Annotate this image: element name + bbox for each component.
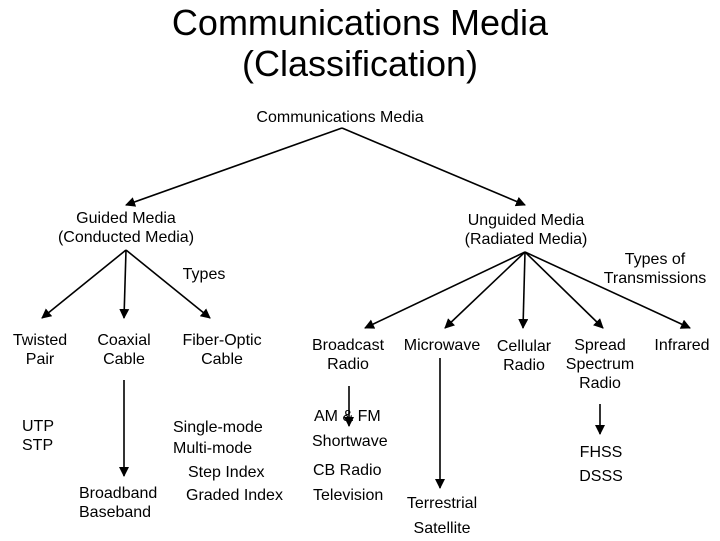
cellular-radio-node: Cellular Radio bbox=[496, 338, 552, 375]
broadcast-type-4: Television bbox=[313, 487, 384, 504]
broadcast-type-3: CB Radio bbox=[313, 462, 382, 479]
guided-media-node: Guided Media (Conducted Media) bbox=[57, 210, 195, 247]
fiber-optic-node: Fiber-Optic Cable bbox=[182, 332, 262, 369]
coaxial-node: Coaxial Cable bbox=[97, 332, 151, 369]
page-title-line-2: (Classification) bbox=[241, 42, 479, 84]
arrow-unguided-to-microwave bbox=[444, 251, 526, 329]
arrow-root-to-unguided bbox=[341, 127, 526, 207]
infrared-node: Infrared bbox=[654, 337, 710, 354]
fiber-optic-mode-4: Graded Index bbox=[186, 487, 283, 504]
microwave-types: Terrestrial Satellite bbox=[406, 495, 478, 537]
arrow-root-to-guided bbox=[125, 127, 343, 207]
broadcast-radio-node: Broadcast Radio bbox=[311, 337, 385, 374]
page-title-line-1: Communications Media bbox=[171, 2, 549, 43]
broadcast-type-1: AM & FM bbox=[314, 408, 381, 425]
arrow-guided-to-twisted-pair bbox=[41, 249, 127, 319]
arrow-guided-to-coaxial bbox=[119, 249, 130, 319]
guided-types-label: Types bbox=[182, 266, 226, 283]
page-title: Communications Media (Classification) bbox=[171, 2, 549, 84]
spread-spectrum-types: FHSS DSSS bbox=[579, 444, 623, 485]
arrow-unguided-to-spread bbox=[524, 251, 604, 329]
fiber-optic-mode-1: Single-mode bbox=[173, 419, 263, 436]
twisted-pair-types: UTP STP bbox=[22, 418, 54, 455]
arrow-unguided-to-broadcast bbox=[364, 251, 526, 329]
fiber-optic-mode-2: Multi-mode bbox=[173, 440, 253, 457]
microwave-node: Microwave bbox=[403, 337, 481, 354]
spread-spectrum-node: Spread Spectrum Radio bbox=[565, 337, 635, 393]
fiber-optic-mode-3: Step Index bbox=[188, 464, 265, 481]
arrow-guided-to-fiber bbox=[125, 249, 211, 319]
unguided-media-node: Unguided Media (Radiated Media) bbox=[464, 212, 588, 249]
unguided-types-label: Types of Transmissions bbox=[603, 251, 707, 288]
broadcast-type-2: Shortwave bbox=[312, 433, 388, 450]
coaxial-types: Broadband Baseband bbox=[79, 485, 158, 522]
twisted-pair-node: Twisted Pair bbox=[12, 332, 68, 369]
arrow-unguided-to-cellular bbox=[518, 251, 529, 329]
arrow-unguided-to-infrared bbox=[524, 251, 691, 329]
root-node: Communications Media bbox=[256, 109, 424, 126]
